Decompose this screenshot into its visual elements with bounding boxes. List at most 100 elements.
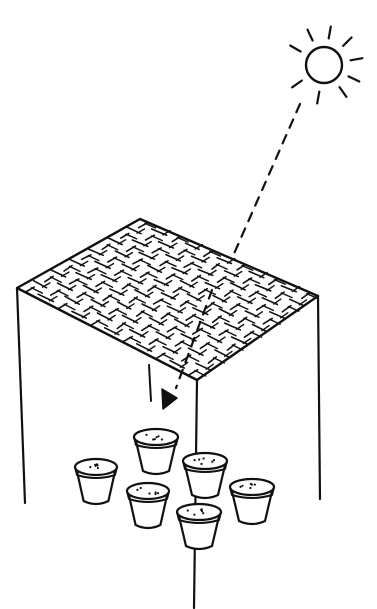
plant-pot-icon [181,451,229,500]
net-stroke [147,324,160,332]
net-stroke [240,284,250,291]
plant-pot-icon [175,502,223,551]
net-stroke [93,287,103,293]
net-stroke [125,233,138,240]
net-stroke [101,281,114,288]
net-stroke [96,320,109,327]
net-stroke [189,281,199,288]
soil-speck [139,486,142,490]
net-stroke [209,322,219,329]
net-stroke [151,305,161,312]
net-stroke [170,293,180,300]
net-stroke [86,273,96,280]
sun-disc [304,45,344,85]
net-stroke [279,312,289,319]
net-stroke [161,353,174,361]
net-stroke [112,276,122,282]
net-stroke [190,262,203,269]
sun-rays [289,25,364,105]
net-stroke [74,298,84,305]
net-stroke [98,249,108,256]
net-stroke [145,272,158,279]
net-stroke [132,246,145,253]
net-stroke [152,285,165,292]
net-stroke [49,276,62,283]
net-stroke [221,296,231,303]
plant-pot-icon [73,457,119,506]
sun-ray [289,44,302,53]
net-stroke [67,284,77,291]
net-stroke [205,342,219,350]
net-stroke [179,361,189,369]
net-stroke [121,322,135,330]
net-stroke [224,330,237,337]
net-stroke [41,282,51,288]
soil-speck [154,491,157,494]
net-stroke [30,287,43,294]
pot-rim-band [126,490,170,503]
net-stroke [184,320,194,327]
net-stroke [215,263,228,270]
net-stroke [210,302,223,309]
net-stroke [119,270,133,277]
net-stroke [166,312,179,320]
net-stroke [136,228,146,234]
net-stroke [226,257,236,264]
soil-speck [249,482,253,486]
net-stroke [208,269,217,276]
soil-speck [193,459,196,462]
net-stroke [291,285,301,293]
net-stroke [106,244,119,251]
crosshatch-net-icon [24,221,319,377]
net-stroke [126,283,140,290]
sun-ray [306,28,314,42]
soil-speck [148,492,151,495]
soil-speck [198,458,201,461]
net-stroke [228,309,238,317]
net-stroke [223,350,233,358]
net-stroke [143,240,153,247]
plant-pot-icon [228,477,276,526]
net-stroke [119,289,128,296]
net-stroke [124,251,134,258]
net-stroke [114,328,124,335]
net-stroke [201,256,211,263]
net-stroke [254,311,263,318]
net-stroke [208,250,222,257]
net-stroke [222,276,235,283]
net-stroke [48,295,58,302]
net-stroke [117,239,127,245]
soil-speck [157,435,160,438]
sun-ray [291,79,303,89]
net-stroke [198,328,212,335]
pot-opening [73,457,119,477]
pot-rim-band [182,460,228,473]
net-stroke [139,331,149,338]
net-stroke [175,255,185,262]
net-stroke [203,308,212,315]
net-stroke [168,242,178,249]
net-stroke [144,222,157,229]
sun-ray [338,85,348,99]
net-stroke [137,278,147,284]
net-stroke [287,305,300,312]
net-stroke [233,270,243,277]
net-stroke [254,291,268,298]
net-stroke [149,253,159,260]
net-stroke [194,369,207,377]
net-stroke [273,278,286,285]
inner-support [148,364,152,402]
net-stroke [216,336,226,343]
net-stroke [183,249,196,256]
net-stroke [236,303,249,310]
net-stroke [165,333,175,340]
net-stroke [146,345,156,352]
net-stroke [114,308,128,316]
net-stroke [157,247,170,255]
sun-ray [347,75,361,83]
net-stroke [247,297,257,304]
net-stroke [82,292,95,300]
net-stroke [187,355,200,362]
net-stroke [133,297,146,304]
